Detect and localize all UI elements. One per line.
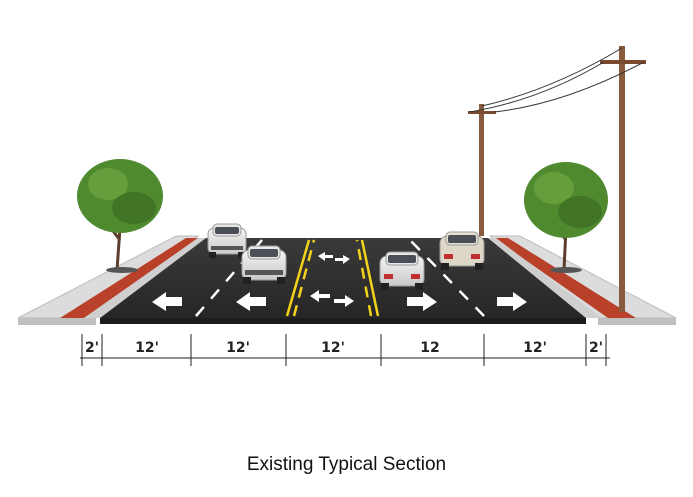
lane-arrow-icon bbox=[236, 292, 266, 311]
car-icon bbox=[241, 245, 287, 284]
two-way-turn-arrow-icon bbox=[310, 290, 354, 307]
tree-left bbox=[77, 159, 163, 273]
lane-arrow-icon bbox=[497, 292, 527, 311]
pole-crossarm bbox=[600, 60, 646, 64]
roadway-edge bbox=[100, 318, 586, 324]
yellow-dash-left bbox=[292, 239, 316, 317]
dimension-label-lane-5: 12' bbox=[523, 340, 547, 356]
car-icon bbox=[207, 223, 247, 258]
car-icon bbox=[439, 231, 485, 270]
lane-line-right bbox=[409, 239, 485, 317]
diagram-caption: Existing Typical Section bbox=[246, 454, 447, 475]
lane-arrow-icon bbox=[407, 292, 437, 311]
dimension-label-sidewalk-right: 2' bbox=[589, 340, 603, 356]
utility-pole-icon bbox=[479, 104, 484, 236]
dimension-label-sidewalk-left: 2' bbox=[85, 340, 99, 356]
sidewalk-right-edge bbox=[598, 318, 676, 325]
brick-buffer-left bbox=[60, 238, 198, 318]
tree-right bbox=[524, 162, 608, 273]
tree-shadow bbox=[106, 267, 138, 273]
center-turn-lane-stripes bbox=[285, 239, 380, 317]
lane-line-left bbox=[195, 239, 263, 317]
dimension-labels: 2' 12' 12' 12' 12 12' 2' bbox=[85, 340, 603, 356]
lane-arrows bbox=[152, 252, 527, 311]
two-way-turn-arrow-icon bbox=[318, 252, 350, 264]
power-line bbox=[469, 61, 605, 113]
yellow-solid-right bbox=[360, 239, 380, 317]
tree-shadow bbox=[550, 267, 582, 273]
power-line bbox=[493, 61, 645, 113]
utility-pole-icon bbox=[619, 46, 625, 312]
dimension-label-lane-1: 12' bbox=[135, 340, 159, 356]
sidewalk-left-edge bbox=[18, 318, 96, 325]
yellow-dash-right bbox=[355, 239, 373, 317]
tree-canopy-highlight bbox=[534, 172, 574, 204]
tree-canopy-shadow bbox=[112, 192, 156, 224]
power-line bbox=[481, 47, 623, 107]
lane-arrow-icon bbox=[152, 292, 182, 311]
yellow-solid-left bbox=[285, 239, 311, 317]
pole-crossarm bbox=[468, 111, 496, 114]
car-icon bbox=[379, 251, 425, 290]
utility-poles bbox=[468, 46, 646, 312]
lane-lines bbox=[195, 239, 485, 317]
dimension-label-lane-4: 12 bbox=[420, 340, 439, 356]
dimension-line bbox=[80, 334, 610, 366]
tree-canopy-highlight bbox=[88, 168, 128, 200]
tree-canopy-shadow bbox=[558, 196, 602, 228]
curb-left bbox=[84, 238, 206, 318]
dimension-ticks bbox=[81, 334, 607, 366]
curb-right bbox=[488, 238, 602, 318]
dimension-label-lane-2: 12' bbox=[226, 340, 250, 356]
brick-buffer-right bbox=[494, 238, 636, 318]
dimension-label-center-turn-lane: 12' bbox=[321, 340, 345, 356]
